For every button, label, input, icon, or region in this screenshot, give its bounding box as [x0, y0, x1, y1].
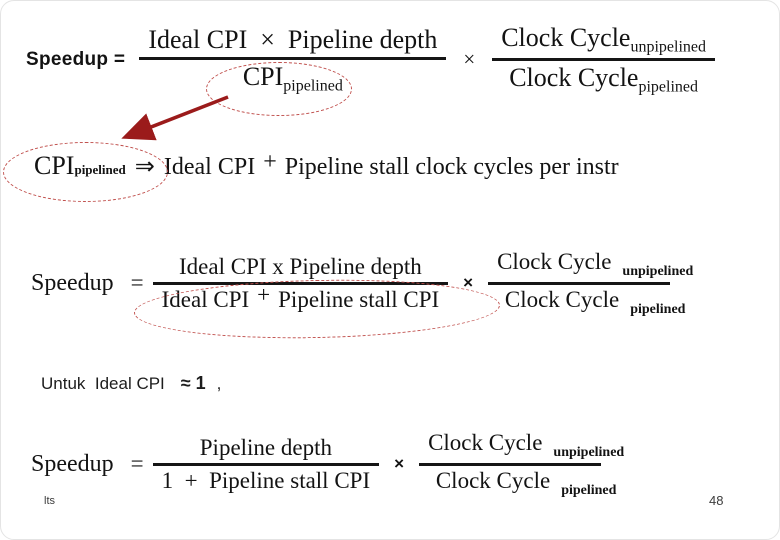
fraction-numerator: Clock Cycle unpipelined	[419, 428, 633, 463]
fraction-denominator: 1 + Pipeline stall CPI	[161, 467, 371, 493]
fraction-bar	[152, 281, 449, 285]
fraction-denominator: Ideal CPI + Pipeline stall CPI	[153, 281, 449, 315]
page-number: 48	[709, 493, 724, 508]
footer-author: lts	[44, 495, 55, 507]
pipelined-subscript: pipelined	[630, 301, 686, 317]
unpipelined-subscript: unpipelined	[553, 444, 625, 460]
pipeline-stall-term: Pipeline stall clock cycles per instr	[284, 154, 619, 180]
cpi-base: CPI	[242, 61, 284, 91]
approx-one: ≈ 1	[180, 373, 206, 393]
pipelined-subscript: pipelined	[638, 78, 699, 96]
implies-arrow: ⇒	[134, 154, 155, 180]
assumption-text: Untuk Ideal CPI	[41, 373, 165, 393]
fraction-numerator: Pipeline depth	[199, 434, 332, 460]
speedup-label: Speedup	[31, 269, 114, 296]
fraction-denominator: Clock Cycle pipelined	[427, 466, 626, 501]
clock-cycle-base: Clock Cycle	[501, 23, 631, 52]
multiplication-sign: ×	[463, 273, 474, 293]
speedup-formula-general: Speedup = Ideal CPI × Pipeline depth CPI…	[26, 21, 716, 99]
plus-sign: +	[257, 281, 271, 307]
fraction-bar	[419, 462, 602, 466]
fraction-bar	[492, 58, 716, 62]
fraction-denominator: CPIpipelined	[234, 60, 352, 97]
unpipelined-subscript: unpipelined	[622, 263, 694, 279]
fraction-bar	[152, 462, 380, 466]
clock-cycle-base: Clock Cycle	[428, 430, 543, 455]
cpi-fraction: Ideal CPI × Pipeline depth CPIpipelined	[139, 23, 447, 97]
cpi-fraction: Ideal CPI x Pipeline depth Ideal CPI + Pip…	[152, 252, 449, 315]
clock-cycle-fraction: Clock Cycleunpipelined Clock Cyclepipeli…	[492, 21, 716, 99]
pipelined-subscript: pipelined	[74, 162, 126, 177]
equals-sign: =	[130, 270, 144, 296]
pipelined-subscript: pipelined	[283, 76, 343, 94]
fraction-numerator: Ideal CPI × Pipeline depth	[148, 24, 438, 54]
pipeline-depth-fraction: Pipeline depth 1 + Pipeline stall CPI	[152, 433, 380, 496]
ideal-cpi-term: Ideal CPI	[161, 286, 250, 312]
ideal-cpi-term: Ideal CPI	[163, 154, 256, 180]
equals-sign: =	[130, 451, 144, 477]
fraction-denominator: Clock Cycle pipelined	[496, 285, 695, 320]
fraction-numerator: Ideal CPI x Pipeline depth	[179, 253, 422, 279]
cpi-base: CPI	[34, 151, 75, 180]
pipelined-subscript: pipelined	[561, 482, 617, 498]
clock-cycle-base: Clock Cycle	[435, 467, 551, 493]
fraction-denominator: Clock Cyclepipelined	[500, 61, 707, 98]
speedup-formula-expanded: Speedup = Ideal CPI x Pipeline depth Ide…	[31, 247, 702, 320]
fraction-numerator: Clock Cycle unpipelined	[488, 247, 702, 282]
clock-cycle-base: Clock Cycle	[509, 63, 639, 93]
fraction-bar	[139, 56, 447, 60]
unpipelined-subscript: unpipelined	[630, 38, 707, 56]
speedup-label: Speedup	[31, 450, 114, 477]
plus-sign: +	[263, 149, 277, 175]
fraction-numerator: Clock Cycleunpipelined	[492, 21, 715, 58]
clock-cycle-base: Clock Cycle	[504, 286, 620, 312]
fraction-bar	[488, 281, 671, 285]
comma: ,	[216, 373, 222, 393]
speedup-label: Speedup =	[26, 48, 126, 70]
pipeline-stall-term: Pipeline stall CPI	[278, 286, 440, 312]
ideal-cpi-assumption: Untuk Ideal CPI ≈ 1 ,	[41, 373, 221, 394]
multiplication-sign: ×	[394, 454, 405, 474]
speedup-formula-simplified: Speedup = Pipeline depth 1 + Pipeline st…	[31, 428, 633, 501]
clock-cycle-base: Clock Cycle	[497, 249, 612, 274]
multiplication-sign: ×	[463, 47, 476, 72]
